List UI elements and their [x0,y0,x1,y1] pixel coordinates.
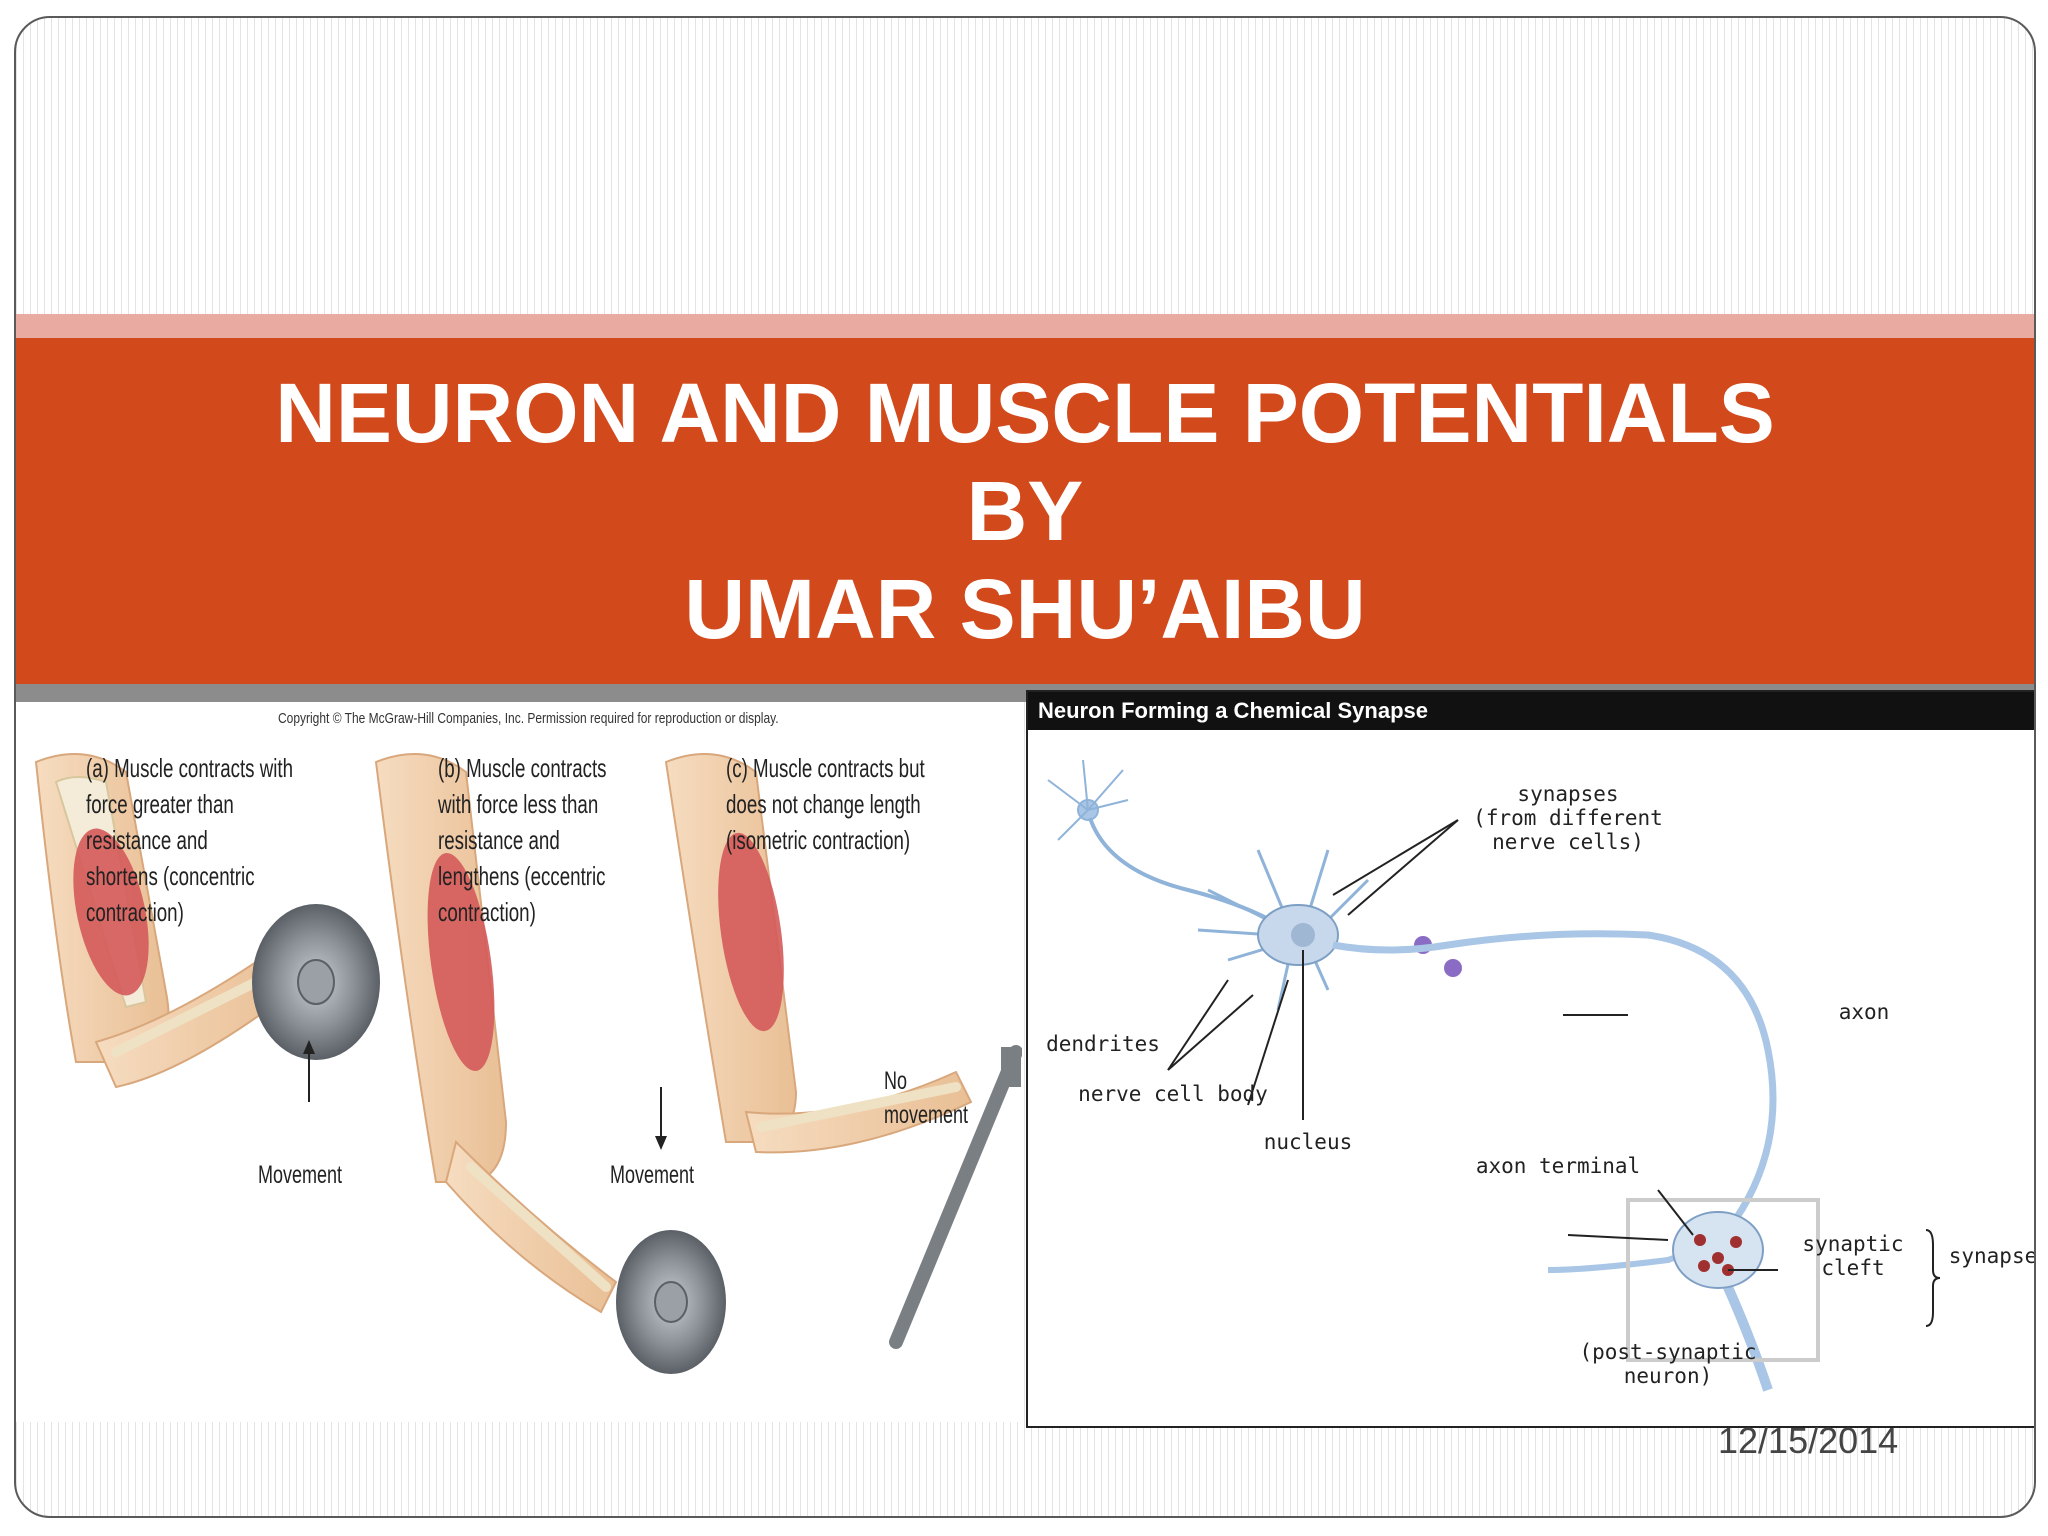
title-line-3: UMAR SHU’AIBU [684,562,1366,656]
label-nucleus: nucleus [1263,1130,1353,1154]
slide-date: 12/15/2014 [1718,1420,1899,1461]
title-accent-top [16,314,2034,338]
title-band: NEURON AND MUSCLE POTENTIALS BY UMAR SHU… [16,338,2034,684]
title-line-2: BY [966,464,1084,558]
movement-label-a: Movement [258,1161,343,1189]
label-nerve-cell-body: nerve cell body [1078,1082,1268,1106]
slide-title: NEURON AND MUSCLE POTENTIALS BY UMAR SHU… [16,364,2034,658]
label-leaders [1167,819,1941,1327]
movement-label-c: No movement [884,1067,969,1129]
nerve-cell [1197,849,1820,1392]
label-axon-terminal: axon terminal [1475,1154,1641,1178]
muscle-contraction-figure: Copyright © The McGraw-Hill Companies, I… [16,702,1022,1422]
muscle-illustration [34,753,1022,1374]
neuron-illustration [1047,759,1941,1392]
label-dendrites: dendrites [1046,1032,1160,1056]
caption-b: (b) Muscle contracts with force less tha… [438,753,607,927]
arm-b [374,753,726,1374]
synapse-figure: Neuron Forming a Chemical Synapse [1026,690,2036,1428]
slide-frame: NEURON AND MUSCLE POTENTIALS BY UMAR SHU… [14,16,2036,1518]
label-synaptic-cleft: synaptic cleft [1802,1232,1904,1280]
presynaptic-neuron [1047,759,1290,932]
arm-c [664,753,1022,1349]
title-line-1: NEURON AND MUSCLE POTENTIALS [275,366,1775,460]
label-synapse: synapse [1948,1244,2036,1268]
arm-a [34,753,380,1102]
label-post-synaptic-neuron: (post-synaptic neuron) [1579,1340,1757,1388]
caption-c: (c) Muscle contracts but does not change… [726,753,925,855]
muscle-copyright: Copyright © The McGraw-Hill Companies, I… [278,710,779,727]
caption-a: (a) Muscle contracts with force greater … [86,753,294,927]
label-synapses: synapses (from different nerve cells) [1473,782,1663,854]
synapse-figure-header: Neuron Forming a Chemical Synapse [1028,692,2034,730]
label-axon: axon [1838,1000,1890,1024]
movement-label-b: Movement [610,1161,695,1189]
